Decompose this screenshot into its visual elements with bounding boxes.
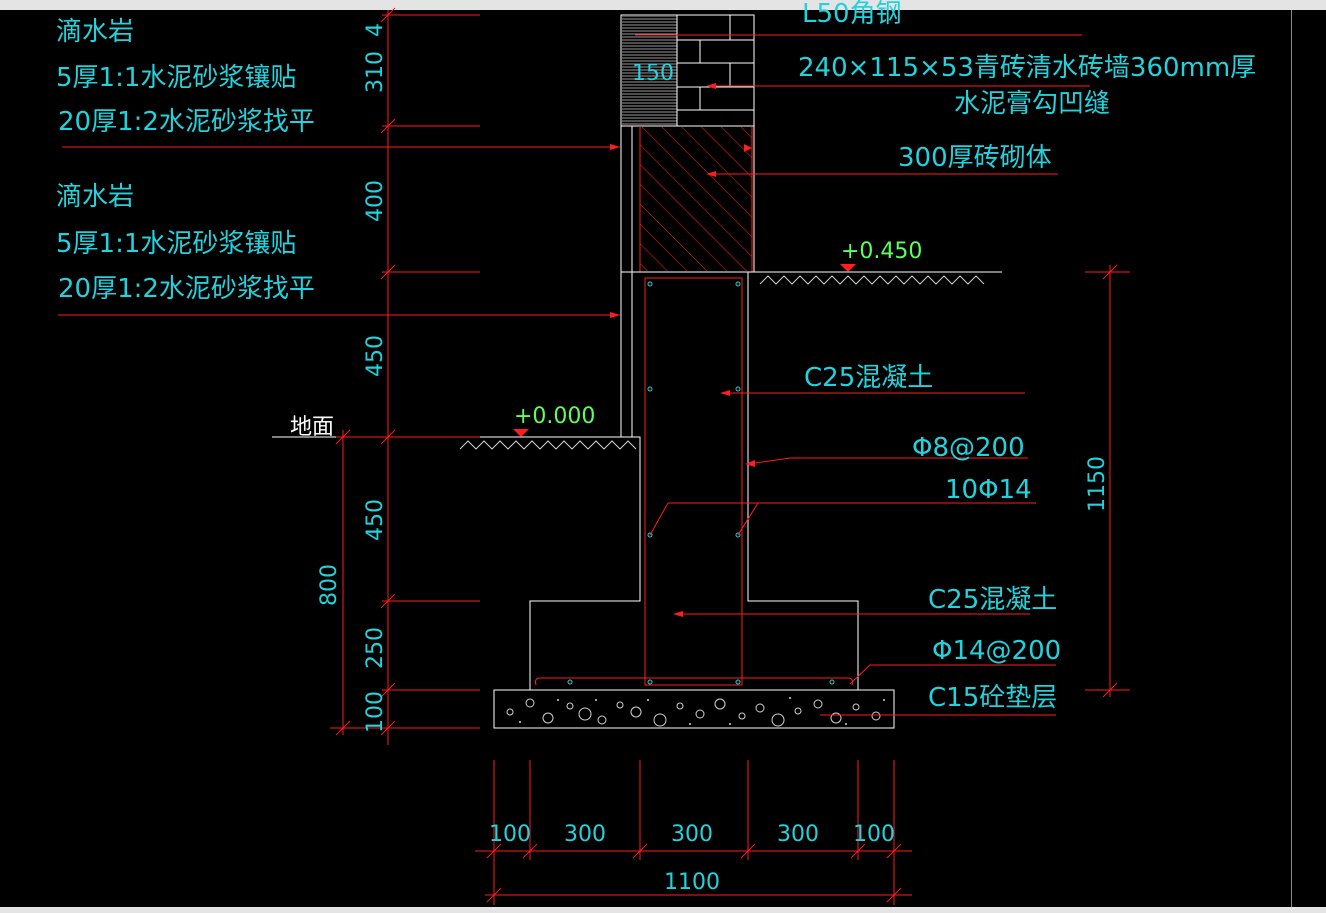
dim-left-100: 100	[363, 691, 388, 733]
label-ground: 地面	[290, 415, 334, 440]
label-angle-steel: L50角钢	[802, 0, 902, 29]
dim-left-450a: 450	[363, 335, 388, 377]
label-brick-300: 300厚砖砌体	[898, 143, 1052, 173]
label-layer1-top: 5厚1:1水泥砂浆镶贴	[56, 63, 296, 93]
label-long-bars: 10Φ14	[945, 475, 1032, 505]
dim-bottom-300a: 300	[564, 822, 606, 847]
label-layer2-top: 20厚1:2水泥砂浆找平	[58, 107, 315, 137]
label-bottom-bars: Φ14@200	[932, 636, 1061, 666]
rebar-dots	[567, 281, 835, 685]
dim-left-400: 400	[363, 180, 388, 222]
elevation-450: +0.450	[841, 239, 922, 264]
dim-bottom-total: 1100	[664, 870, 720, 895]
label-layer2-mid: 20厚1:2水泥砂浆找平	[58, 274, 315, 304]
concrete-foundation-outline	[529, 271, 859, 691]
label-drip-mid: 滴水岩	[56, 182, 134, 212]
window-bottom-bar	[0, 907, 1326, 913]
left-dimension-texts: 4 310 400 450 450 250 100 800 1150	[317, 23, 1110, 733]
dim-left-250: 250	[363, 627, 388, 669]
leader-lines	[58, 34, 1090, 716]
dim-bottom-100b: 100	[853, 822, 895, 847]
dim-bottom-100a: 100	[489, 822, 531, 847]
label-cement-joint: 水泥膏勾凹缝	[954, 89, 1110, 119]
elevation-000: +0.000	[514, 404, 595, 429]
elevation-markers	[513, 264, 856, 437]
brick-wall-elevation	[620, 14, 755, 127]
dim-150: 150	[632, 61, 674, 86]
label-brick-wall: 240×115×53青砖清水砖墙360mm厚	[798, 53, 1256, 83]
label-c25-lower: C25混凝土	[928, 585, 1057, 615]
label-c15: C15砼垫层	[928, 683, 1057, 713]
dim-left-800: 800	[317, 564, 342, 606]
right-dimension-lines	[1085, 264, 1130, 698]
annotation-texts: 滴水岩 5厚1:1水泥砂浆镶贴 20厚1:2水泥砂浆找平 滴水岩 5厚1:1水泥…	[56, 0, 1256, 713]
label-layer1-mid: 5厚1:1水泥砂浆镶贴	[56, 229, 296, 259]
bottom-dimension-texts: 100 300 300 300 100 1100	[489, 822, 895, 895]
label-stirrup: Φ8@200	[912, 433, 1025, 463]
dim-left-4: 4	[363, 23, 388, 37]
label-c25-upper: C25混凝土	[804, 363, 933, 393]
dim-bottom-300c: 300	[777, 822, 819, 847]
label-drip-top: 滴水岩	[56, 17, 134, 47]
dim-right-1150: 1150	[1085, 456, 1110, 512]
elevation-texts: +0.450 +0.000	[514, 239, 922, 429]
dim-left-310: 310	[363, 51, 388, 93]
left-dimension-lines	[330, 7, 480, 745]
window-top-bar	[0, 0, 1326, 10]
viewport-right-border	[1291, 10, 1292, 907]
dim-left-450b: 450	[363, 499, 388, 541]
bottom-dimension-lines	[475, 760, 912, 905]
c15-cushion	[493, 689, 895, 729]
brick-masonry-section	[620, 125, 755, 273]
dim-bottom-300b: 300	[671, 822, 713, 847]
